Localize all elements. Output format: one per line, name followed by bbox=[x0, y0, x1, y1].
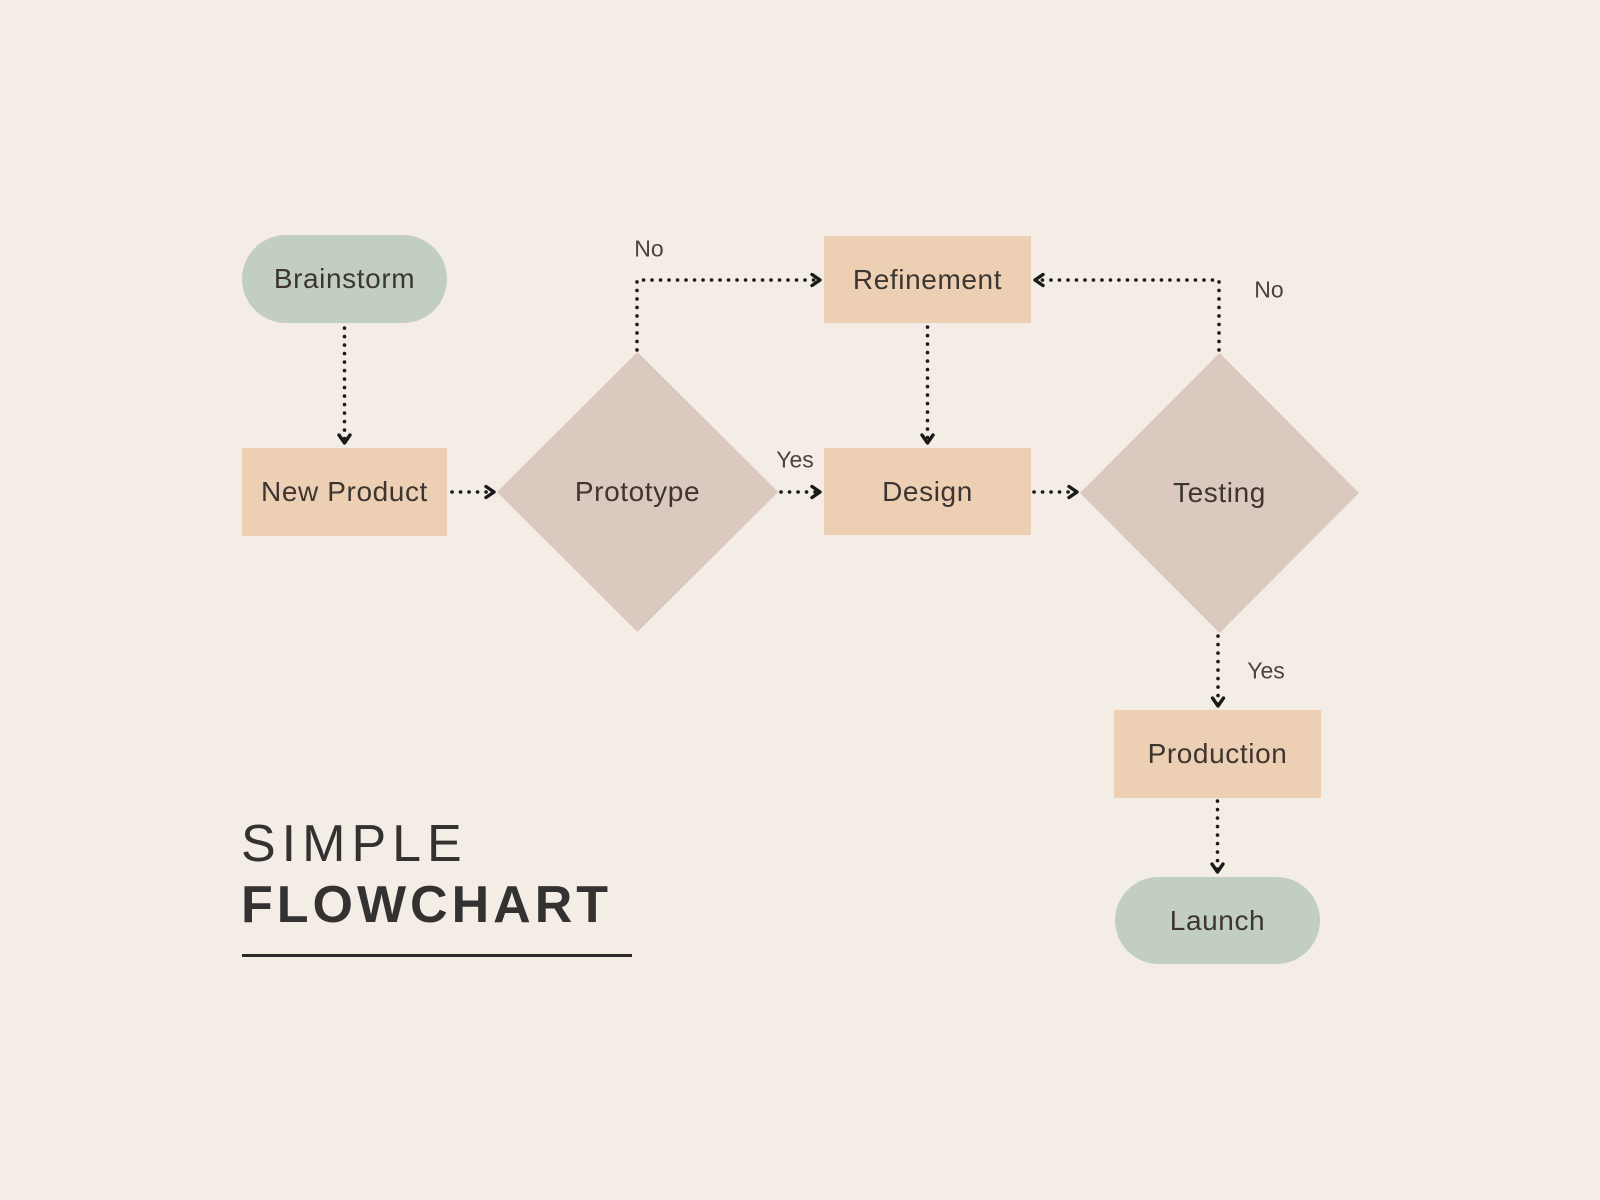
node-brainstorm-label: Brainstorm bbox=[273, 263, 416, 294]
node-brainstorm: Brainstorm bbox=[242, 235, 447, 323]
node-refinement: Refinement bbox=[824, 236, 1031, 323]
node-launch: Launch bbox=[1115, 877, 1320, 964]
edge-label-testing-no: No bbox=[1254, 276, 1284, 303]
node-refinement-label: Refinement bbox=[852, 263, 1003, 295]
node-testing: Testing bbox=[1080, 353, 1359, 633]
node-prototype: Prototype bbox=[497, 352, 778, 632]
node-new-product: New Product bbox=[242, 448, 447, 536]
title-line-1: SIMPLE bbox=[241, 815, 468, 873]
edge-label-testing-yes: Yes bbox=[1247, 657, 1285, 684]
edge-label-prototype-yes: Yes bbox=[776, 446, 814, 473]
node-prototype-label: Prototype bbox=[574, 476, 701, 507]
title-underline bbox=[242, 954, 632, 957]
node-production: Production bbox=[1114, 710, 1321, 798]
node-testing-label: Testing bbox=[1173, 477, 1266, 508]
node-launch-label: Launch bbox=[1169, 904, 1266, 936]
node-design-label: Design bbox=[882, 475, 973, 507]
edge-prototype-to-refinement-no bbox=[635, 272, 822, 352]
node-production-label: Production bbox=[1147, 738, 1288, 769]
node-new-product-label: New Product bbox=[261, 476, 428, 507]
node-design: Design bbox=[824, 448, 1031, 535]
title-line-2: FLOWCHART bbox=[241, 876, 613, 934]
edge-testing-to-refinement-no bbox=[1033, 272, 1221, 352]
edge-label-prototype-no: No bbox=[634, 235, 664, 262]
